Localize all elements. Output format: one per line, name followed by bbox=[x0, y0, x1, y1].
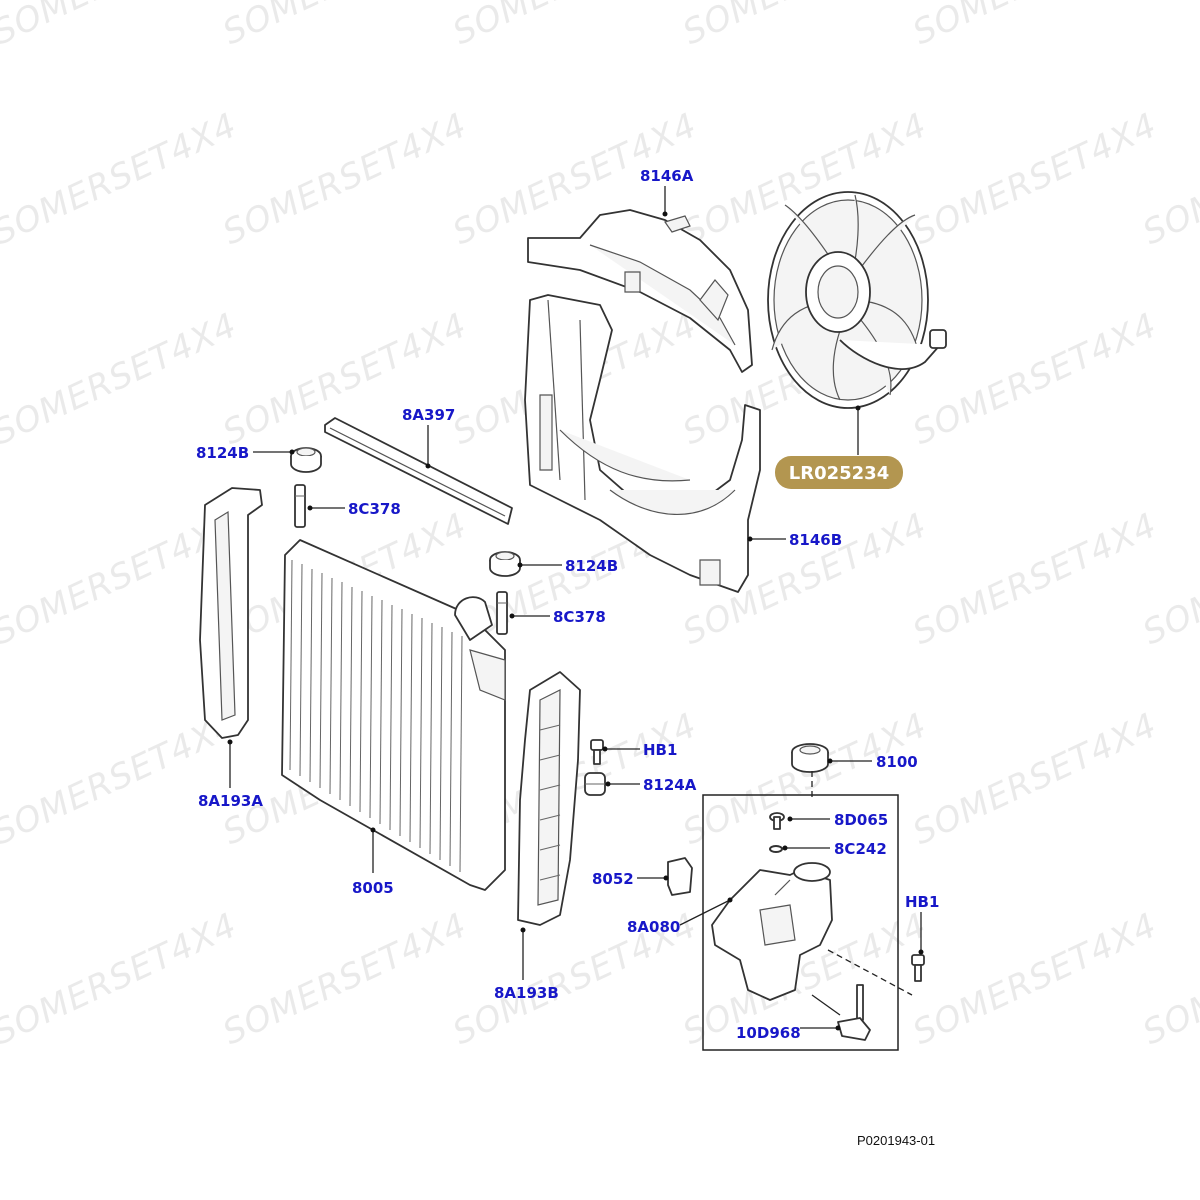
left-bracket bbox=[199, 487, 263, 739]
callout-right-bracket: 8A193B bbox=[494, 984, 559, 1002]
callout-upper-fan-shroud: 8146A bbox=[640, 167, 694, 185]
callout-bolt-left: 8C378 bbox=[348, 500, 401, 518]
callout-small-bracket: 8052 bbox=[592, 870, 634, 888]
callout-upper-mount-center: 8124B bbox=[565, 557, 618, 575]
watermark: SOMERSET4X4 bbox=[0, 0, 243, 53]
leader-lines bbox=[227, 186, 924, 1031]
callout-level-sensor: 10D968 bbox=[736, 1024, 801, 1042]
watermark: SOMERSET4X4 bbox=[217, 0, 473, 53]
callout-labels: 8146A 8A397 8124B 8C378 8124B 8C378 8146… bbox=[196, 167, 939, 1042]
part-number-badge[interactable]: LR025234 bbox=[775, 456, 903, 489]
radiator-fins bbox=[289, 559, 463, 873]
watermark: SOMERSET4X4 bbox=[907, 105, 1163, 253]
callout-o-ring: 8C242 bbox=[834, 840, 887, 858]
callout-bolt-hb1-right: HB1 bbox=[905, 893, 939, 911]
lower-mount bbox=[584, 772, 606, 796]
callout-lower-fan-shroud: 8146B bbox=[789, 531, 842, 549]
callout-seal-strip: 8A397 bbox=[402, 406, 455, 424]
callout-bleed-screw: 8D065 bbox=[834, 811, 888, 829]
watermark: SOMERSET4X4 bbox=[447, 0, 703, 53]
cooling-fan-assembly bbox=[767, 191, 947, 409]
watermark: SOMERSET4X4 bbox=[907, 505, 1163, 653]
callout-reservoir: 8A080 bbox=[627, 918, 680, 936]
callout-upper-mount-left: 8124B bbox=[196, 444, 249, 462]
bolt-hb1-right bbox=[911, 954, 925, 982]
callout-lower-mount: 8124A bbox=[643, 776, 697, 794]
watermark: SOMERSET4X4 bbox=[217, 905, 473, 1053]
watermark: SOMERSET4X4 bbox=[0, 105, 243, 253]
upper-mount-center bbox=[489, 551, 521, 577]
watermark: SOMERSET4X4 bbox=[907, 0, 1163, 53]
level-sensor bbox=[837, 984, 871, 1041]
watermark: SOMERSET4X4 bbox=[0, 305, 243, 453]
right-bracket bbox=[517, 671, 581, 926]
bolt-hb1-top bbox=[590, 739, 604, 765]
lower-fan-shroud bbox=[524, 294, 761, 593]
callout-radiator: 8005 bbox=[352, 879, 394, 897]
watermark: SOMERSET4X4 bbox=[0, 905, 243, 1053]
part-number-label: LR025234 bbox=[789, 463, 889, 484]
watermark-layer: SOMERSET4X4 SOMERSET4X4 SOMERSET4X4 SOME… bbox=[0, 0, 1200, 1053]
callout-left-bracket: 8A193A bbox=[198, 792, 263, 810]
watermark: SOMERSET4X4 bbox=[217, 105, 473, 253]
watermark: SOMERSET4X4 bbox=[907, 305, 1163, 453]
expansion-tank-group bbox=[667, 743, 925, 1051]
watermark: SOMERSET4X4 bbox=[0, 705, 243, 853]
callout-bolt-hb1-top: HB1 bbox=[643, 741, 677, 759]
callout-cap: 8100 bbox=[876, 753, 918, 771]
watermark: SOMERSET4X4 bbox=[907, 905, 1163, 1053]
callout-bolt-center: 8C378 bbox=[553, 608, 606, 626]
watermark: SOMERSET4X4 bbox=[677, 0, 933, 53]
seal-strip bbox=[324, 417, 513, 525]
watermark: SOMERSET4X4 bbox=[677, 705, 933, 853]
cap bbox=[791, 743, 829, 773]
diagram-reference: P0201943-01 bbox=[857, 1133, 935, 1148]
watermark: SOMERSET4X4 bbox=[907, 705, 1163, 853]
reservoir bbox=[711, 862, 833, 1001]
upper-mount-left bbox=[290, 447, 322, 473]
o-ring bbox=[769, 845, 783, 853]
bolt-center bbox=[496, 591, 508, 635]
bolt-left bbox=[294, 484, 306, 528]
radiator bbox=[281, 539, 506, 891]
bleed-screw bbox=[769, 812, 785, 830]
small-bracket bbox=[667, 857, 693, 896]
upper-fan-shroud bbox=[527, 209, 753, 373]
